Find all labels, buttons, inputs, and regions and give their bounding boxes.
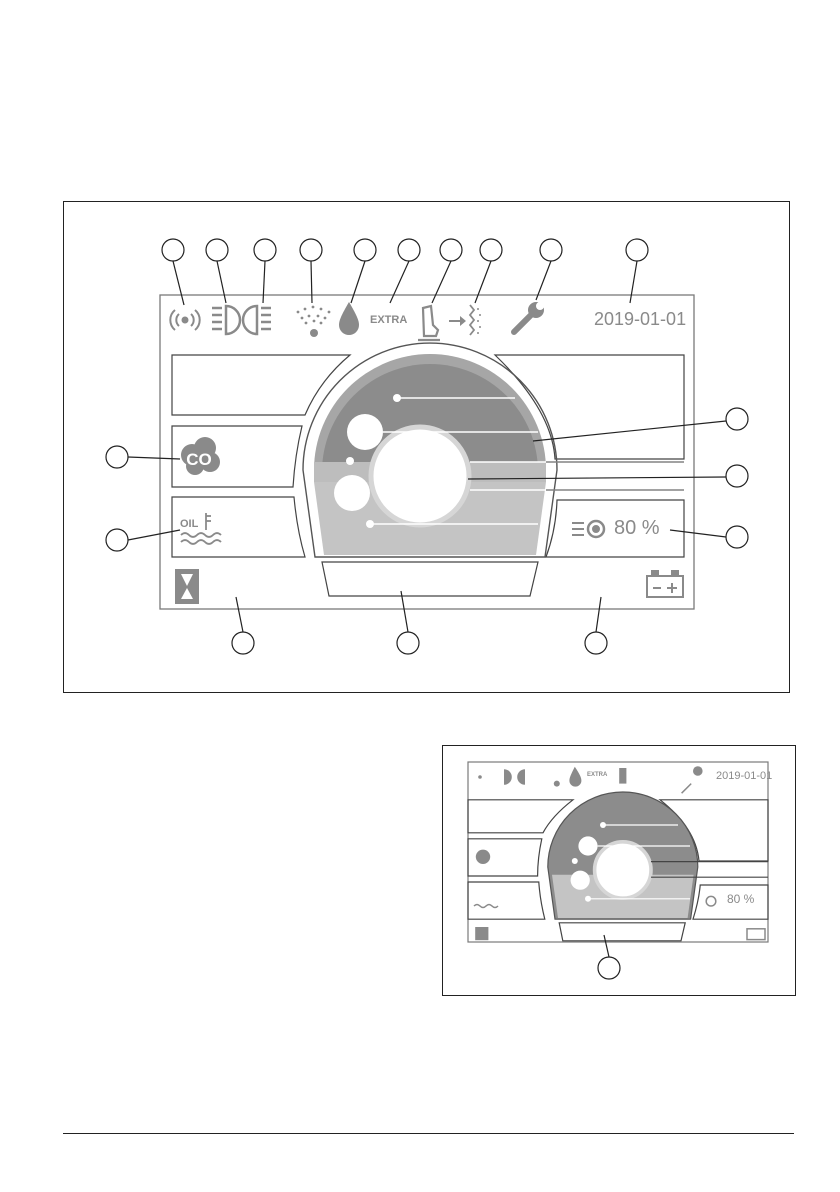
- speed-indicator-dial: [371, 427, 469, 525]
- co-icon: CO: [181, 437, 220, 475]
- spray-icon: [297, 306, 331, 337]
- date-display: 2019-01-01: [594, 309, 686, 330]
- small-brush-pressure-value: 80 %: [727, 892, 754, 906]
- top-icon-row: [170, 302, 544, 340]
- gauge-dot-2: [346, 457, 354, 465]
- battery-icon: [647, 571, 683, 597]
- brush-pressure-value: 80 %: [614, 517, 660, 540]
- oil-temperature-icon: OIL: [180, 513, 221, 544]
- extra-label: EXTRA: [370, 314, 407, 326]
- small-extra-label: EXTRA: [587, 772, 607, 778]
- seat-occupancy-icon: [418, 306, 440, 340]
- low-beam-icon: [212, 306, 240, 334]
- hour-meter-icon: [175, 569, 199, 604]
- gauge-marker-large-1: [347, 414, 383, 450]
- dust-filter-icon: [449, 305, 481, 335]
- wrench-icon: [514, 302, 544, 332]
- water-drop-icon: [339, 302, 359, 335]
- gauge-marker-large-2: [334, 475, 370, 511]
- signal-icon: [170, 310, 199, 330]
- svg-text:OIL: OIL: [180, 518, 199, 530]
- high-beam-icon: [243, 306, 271, 334]
- small-display-figure: [442, 745, 796, 996]
- small-date-display: 2019-01-01: [716, 770, 772, 782]
- footer-rule: [63, 1133, 794, 1134]
- brush-pressure-icon: [572, 521, 604, 537]
- svg-text:CO: CO: [186, 450, 212, 469]
